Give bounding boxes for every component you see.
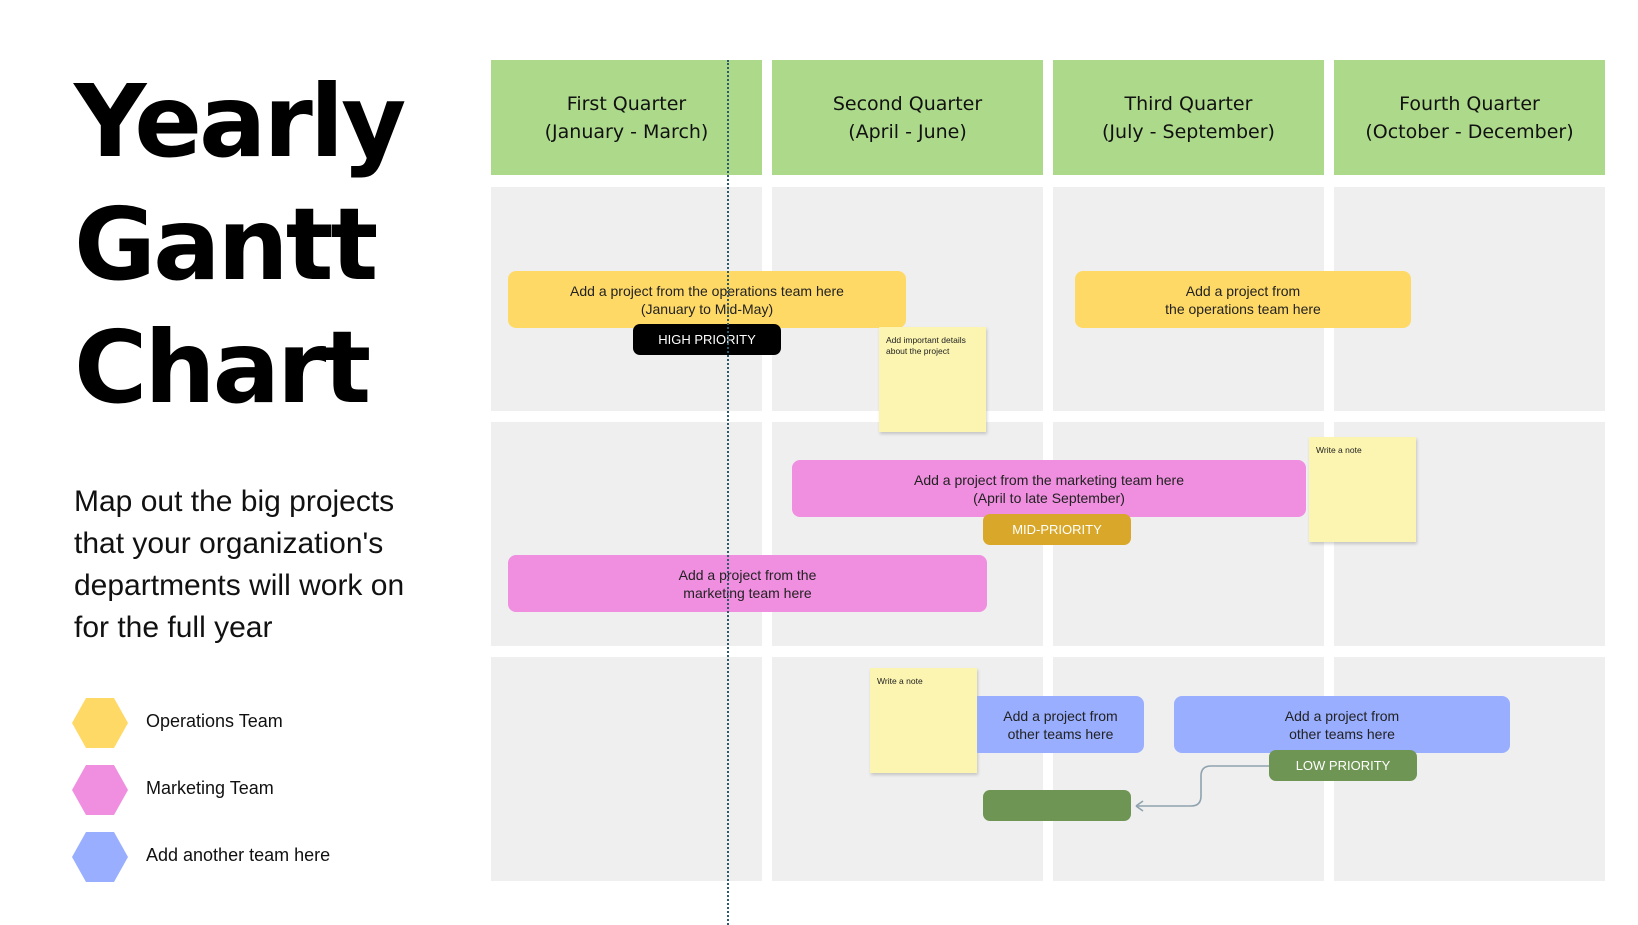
subtitle: Map out the big projects that your organ… (74, 485, 405, 644)
quarter-range: (October - December) (1365, 120, 1574, 143)
sticky-note[interactable]: Write a note (870, 668, 977, 773)
bar-text-line-2: (April to late September) (973, 489, 1125, 506)
mid-priority-badge[interactable]: MID-PRIORITY (983, 514, 1131, 545)
quarter-header-q3: Third Quarter (July - September) (1053, 60, 1324, 175)
other-team-project-bar[interactable]: Add a project from other teams here (977, 696, 1144, 753)
empty-priority-badge[interactable] (983, 790, 1131, 821)
sticky-note[interactable]: Add important details about the project (879, 327, 986, 432)
operations-project-bar[interactable]: Add a project from the operations team h… (1075, 271, 1411, 328)
bar-text-line-1: Add a project from (1185, 282, 1301, 299)
high-priority-badge[interactable]: HIGH PRIORITY (633, 324, 781, 355)
bar-text-line-2: other teams here (1289, 725, 1395, 742)
grid-cell (491, 657, 762, 881)
bar-text-line-2: (January to Mid-May) (640, 300, 774, 317)
quarter-range: (January - March) (544, 120, 709, 143)
bar-text-line-1: Add a project from the (678, 566, 817, 583)
bar-text-line-1: Add a project from the operations team h… (570, 282, 844, 299)
hexagon-icon (72, 832, 128, 882)
page-title-line-2: Gantt (74, 186, 378, 303)
sticky-note[interactable]: Write a note (1309, 437, 1416, 542)
quarter-header-q1: First Quarter (January - March) (491, 60, 762, 175)
legend-label: Marketing Team (146, 778, 274, 798)
hexagon-icon (72, 765, 128, 815)
operations-project-bar[interactable]: Add a project from the operations team h… (508, 271, 906, 328)
marketing-project-bar[interactable]: Add a project from the marketing team he… (508, 555, 987, 612)
today-marker-line (727, 60, 729, 925)
quarter-name: Second Quarter (832, 92, 983, 115)
legend-label: Add another team here (146, 845, 331, 865)
bar-text-line-2: other teams here (1007, 725, 1114, 742)
low-priority-badge[interactable]: LOW PRIORITY (1269, 750, 1417, 781)
quarter-header-q4: Fourth Quarter (October - December) (1334, 60, 1605, 175)
bar-text-line-1: Add a project from (1003, 707, 1118, 724)
quarter-name: First Quarter (566, 92, 687, 115)
quarter-name: Third Quarter (1124, 92, 1253, 115)
bar-text-line-2: marketing team here (683, 584, 812, 601)
page-title-line-3: Chart (74, 309, 371, 426)
legend-item-marketing: Marketing Team (72, 765, 392, 817)
legend-label: Operations Team (146, 711, 283, 731)
legend-item-operations: Operations Team (72, 698, 392, 750)
legend-item-other-team: Add another team here (72, 832, 392, 884)
quarter-range: (July - September) (1102, 120, 1275, 143)
bar-text-line-1: Add a project from (1284, 707, 1400, 724)
bar-text-line-2: the operations team here (1165, 300, 1321, 317)
marketing-project-bar[interactable]: Add a project from the marketing team he… (792, 460, 1306, 517)
quarter-range: (April - June) (848, 120, 967, 143)
hexagon-icon (72, 698, 128, 748)
grid-cell (491, 422, 762, 646)
page-title-line-1: Yearly (74, 63, 406, 180)
bar-text-line-1: Add a project from the marketing team he… (913, 471, 1185, 488)
quarter-name: Fourth Quarter (1399, 92, 1540, 115)
other-team-project-bar[interactable]: Add a project from other teams here (1174, 696, 1510, 753)
quarter-header-q2: Second Quarter (April - June) (772, 60, 1043, 175)
